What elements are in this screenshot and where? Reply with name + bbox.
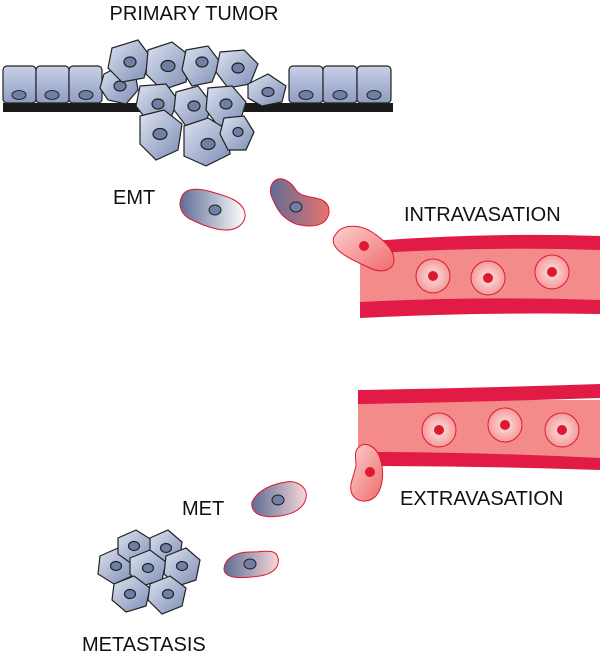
emt-cell-1 — [179, 188, 246, 231]
tumor-cell — [181, 45, 221, 87]
met-label: MET — [182, 498, 224, 520]
epithelium-left — [2, 65, 103, 104]
extravasation-label: EXTRAVASATION — [400, 488, 563, 510]
basement-membrane-left — [3, 103, 153, 112]
tumor-cell — [111, 575, 151, 613]
met-cell-1 — [251, 481, 307, 518]
primary-tumor-label: PRIMARY TUMOR — [110, 3, 279, 25]
tumor-cell — [145, 41, 191, 91]
basement-membrane-right — [233, 103, 393, 112]
tumor-cell — [129, 549, 167, 587]
circulating-cell — [487, 407, 523, 443]
metastasis-label: METASTASIS — [82, 634, 206, 656]
epithelial-cell — [68, 65, 103, 104]
tumor-cell — [247, 73, 287, 107]
circulating-cell — [470, 260, 506, 296]
primary-tumor-mass — [99, 39, 287, 167]
intravasating-cell — [332, 225, 395, 272]
epithelial-cell — [356, 65, 392, 104]
extravasating-cell — [350, 443, 384, 502]
metastasis-cluster — [97, 529, 201, 615]
circulating-cell — [421, 412, 457, 448]
emt-cell-2 — [269, 178, 330, 227]
epithelial-cell — [288, 65, 324, 104]
tumor-cell — [107, 39, 151, 83]
met-cell-2 — [223, 550, 279, 579]
epithelial-cell — [35, 65, 70, 104]
epithelium-right — [288, 65, 392, 104]
circulating-cell — [534, 254, 570, 290]
emt-label: EMT — [113, 187, 155, 209]
tumor-cell — [163, 547, 201, 587]
tumor-cell — [147, 575, 187, 615]
tumor-cell — [139, 109, 183, 161]
tumor-cell — [219, 115, 255, 151]
epithelial-cell — [322, 65, 358, 104]
tumor-cell — [183, 117, 231, 167]
epithelial-cell — [2, 65, 37, 104]
circulating-cell — [415, 258, 451, 294]
circulating-cell — [544, 412, 580, 448]
intravasation-label: INTRAVASATION — [404, 204, 561, 226]
